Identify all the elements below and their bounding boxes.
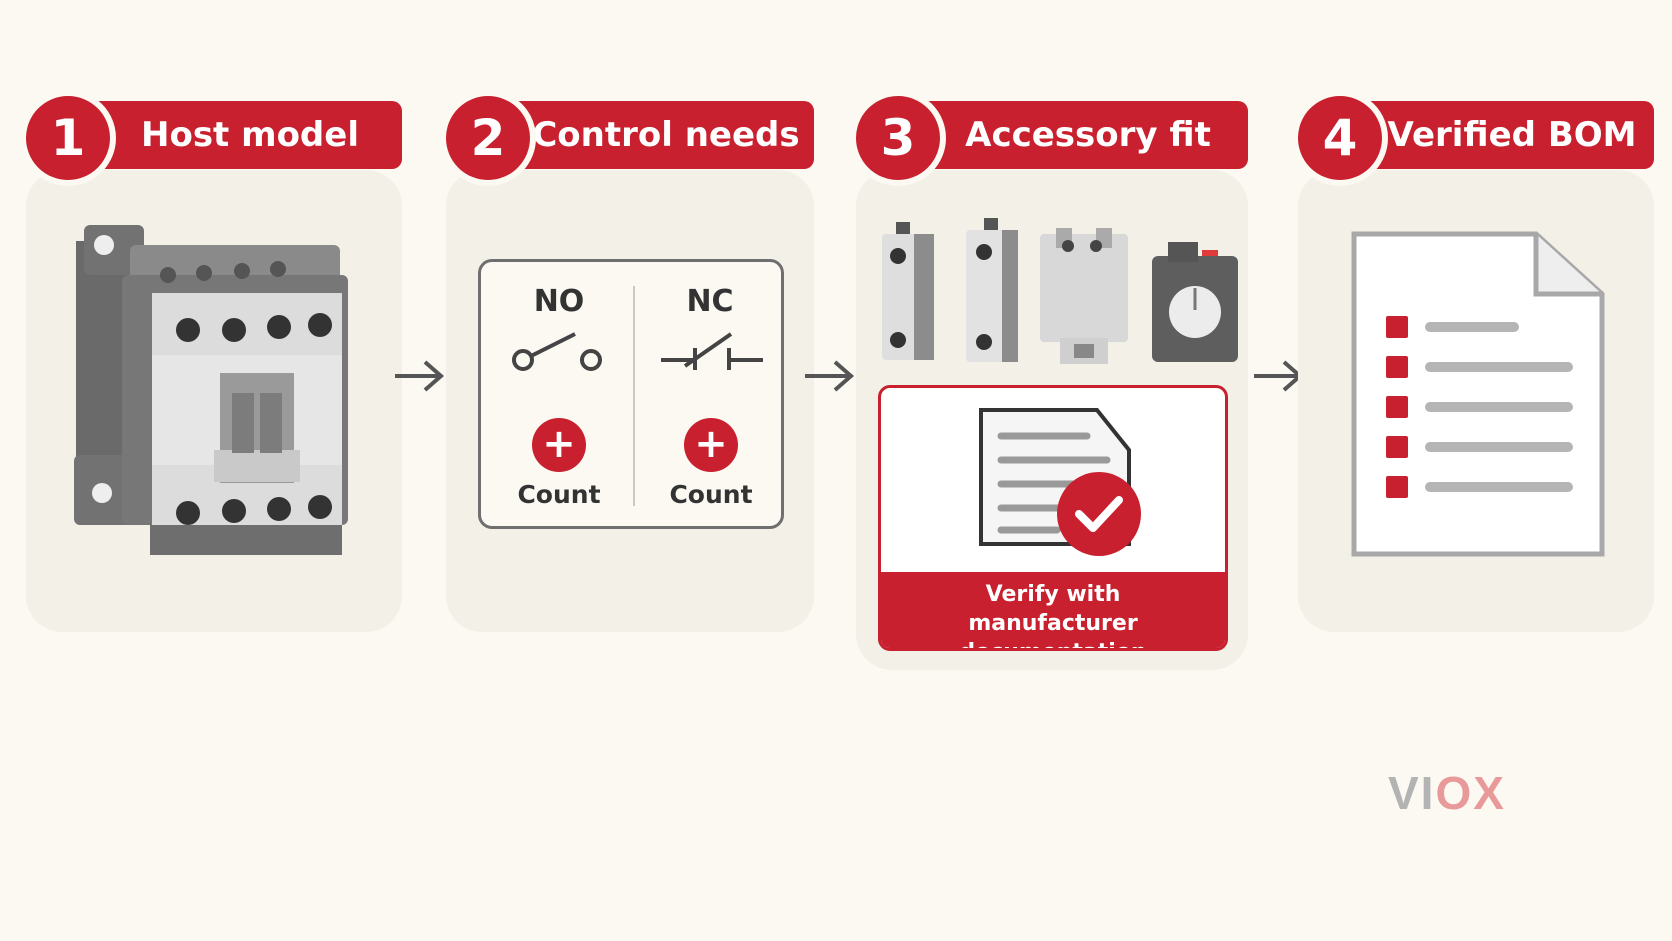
contactor-image <box>74 225 348 555</box>
step-2-number: 2 <box>440 90 536 186</box>
arrow-right-icon <box>395 360 445 392</box>
auxiliary-block-icon <box>1152 242 1238 362</box>
no-count-label: Count <box>517 480 601 509</box>
step-1-number: 1 <box>20 90 116 186</box>
viox-logo: VIOX <box>1388 766 1506 820</box>
step-3-number: 3 <box>850 90 946 186</box>
step-2-header: Control needs <box>478 101 814 169</box>
logo-part-2: OX <box>1435 767 1506 819</box>
add-nc-button[interactable]: + <box>684 418 738 472</box>
verify-line-1: Verify with <box>985 582 1121 607</box>
auxiliary-block-icon <box>966 218 1018 362</box>
verify-line-2: manufacturer documentation <box>959 611 1146 648</box>
auxiliary-block-icon <box>1040 228 1128 364</box>
normally-open-contact-icon <box>512 332 602 371</box>
arrow-right-icon <box>1254 360 1304 392</box>
arrow-right-icon <box>805 360 855 392</box>
verify-panel: Verify with manufacturer documentation <box>878 385 1228 651</box>
step-4-title: Verified BOM <box>1387 115 1637 155</box>
step-3-header: Accessory fit <box>888 101 1248 169</box>
verify-footer: Verify with manufacturer documentation <box>881 572 1225 648</box>
step-1-header: Host model <box>58 101 402 169</box>
step-2-title: Control needs <box>532 115 800 155</box>
auxiliary-block-icon <box>882 222 934 360</box>
contact-selection-box: NO NC + + Count Count <box>478 259 784 529</box>
document-check-icon <box>979 408 1141 556</box>
nc-label: NC <box>686 284 734 319</box>
logo-part-1: VI <box>1388 767 1436 819</box>
add-no-button[interactable]: + <box>532 418 586 472</box>
no-label: NO <box>533 284 585 319</box>
nc-count-label: Count <box>669 480 753 509</box>
contact-divider <box>633 286 635 506</box>
step-1-title: Host model <box>141 115 359 155</box>
step-4-number: 4 <box>1292 90 1388 186</box>
normally-closed-contact-icon <box>661 332 763 370</box>
checklist-document-icon <box>1351 231 1605 557</box>
step-3-title: Accessory fit <box>965 115 1211 155</box>
